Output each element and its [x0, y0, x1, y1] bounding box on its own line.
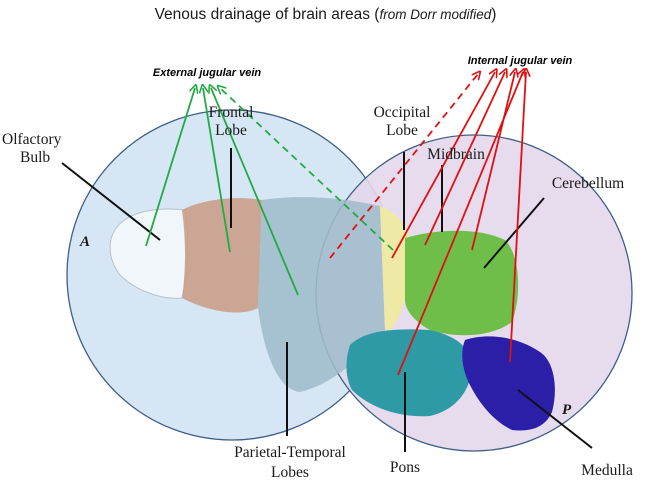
parietal-temporal-label-line2: Lobes [271, 464, 309, 481]
anterior-label: A [79, 234, 90, 250]
external-arrow-parietal [211, 88, 299, 296]
occipital-lobe-region [380, 206, 410, 331]
pointer-lines [61, 148, 593, 452]
medulla-label: Medulla [581, 462, 633, 479]
cerebellum-pointer [483, 197, 545, 269]
frontal-label-line1: Frontal [209, 104, 254, 121]
pons-region [346, 329, 472, 417]
parietal-temporal-label-line1: Parietal-Temporal [234, 444, 346, 461]
page-title: Venous drainage of brain areas (from Dor… [0, 6, 651, 24]
frontal-lobe-region [182, 198, 262, 313]
external-arrow-olfactory [145, 88, 195, 247]
external-jugular-arrows [145, 88, 394, 296]
midbrain-label: Midbrain [427, 146, 485, 163]
internal-arrow-medulla [509, 72, 526, 363]
cerebellum-region [405, 230, 519, 336]
title-close: ) [491, 6, 497, 23]
title-source: from Dorr modified [379, 7, 492, 22]
occipital-label-line1: Occipital [374, 104, 431, 121]
posterior-label: P [562, 402, 572, 418]
olfactory-label-line1: Olfactory [2, 131, 62, 148]
internal-arrow-dashed [329, 74, 478, 259]
internal-arrow-occipital [391, 72, 495, 259]
internal-arrow-cerebellum [471, 72, 515, 251]
external-arrow-frontal [203, 88, 231, 253]
pons-label: Pons [390, 459, 420, 476]
cerebellum-label: Cerebellum [552, 175, 624, 192]
occipital-label-line2: Lobe [386, 122, 418, 139]
medulla-region [462, 336, 555, 431]
olfactory-pointer [61, 162, 161, 241]
internal-jugular-arrows [329, 72, 526, 376]
title-main: Venous drainage of brain areas ( [154, 6, 380, 23]
frontal-label-line2: Lobe [215, 122, 247, 139]
internal-arrow-midbrain [424, 72, 505, 246]
internal-vein-label: Internal jugular vein [468, 55, 573, 67]
olfactory-label-line2: Bulb [20, 149, 50, 166]
internal-arrow-pons [397, 72, 523, 376]
external-vein-label: External jugular vein [153, 67, 261, 79]
medulla-pointer [517, 389, 593, 449]
external-arrow-occipital-dashed [220, 88, 394, 251]
